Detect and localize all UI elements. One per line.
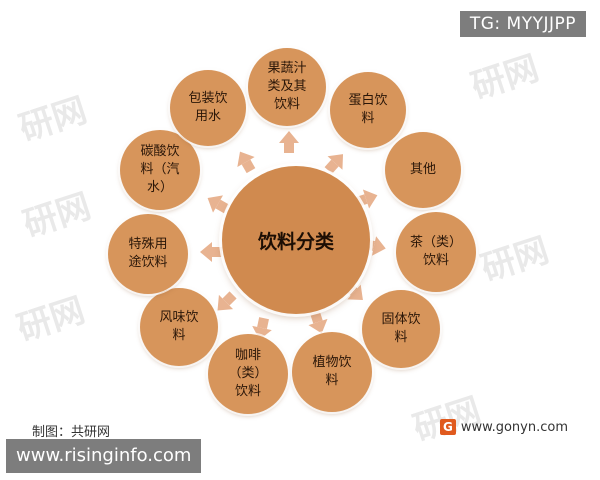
node-label: 风味饮 料	[159, 310, 199, 343]
arrow-to-protein	[327, 147, 351, 170]
node-special: 特殊用 途饮料	[108, 214, 188, 294]
arrow-to-water	[231, 146, 255, 167]
arrow-to-special	[200, 242, 212, 262]
watermark-badge: TG: MYYJJPP	[459, 11, 586, 37]
node-carbonated: 碳酸饮 料（汽 水）	[120, 130, 200, 210]
node-water: 包装饮 用水	[170, 70, 246, 146]
bottom-url-badge: www.risinginfo.com	[6, 439, 202, 473]
node-tea: 茶（类） 饮料	[396, 212, 476, 292]
node-juice: 果蔬汁 类及其 饮料	[248, 48, 326, 126]
node-label: 碳酸饮 料（汽 水）	[140, 144, 180, 195]
node-label: 咖啡 （类） 饮料	[228, 348, 268, 399]
site-url: www.gonyn.com	[460, 419, 568, 435]
node-label: 植物饮 料	[312, 355, 352, 388]
faint-watermark: 研网	[14, 90, 92, 150]
arrow-to-juice	[279, 131, 299, 143]
center-node: 饮料分类	[222, 166, 370, 314]
node-protein: 蛋白饮 料	[330, 72, 406, 148]
center-label: 饮料分类	[257, 230, 334, 253]
faint-watermark: 研网	[18, 186, 96, 246]
node-label: 包装饮 用水	[188, 91, 228, 124]
logo-icon: G	[439, 419, 456, 435]
arrow-to-other	[362, 185, 381, 209]
arrow-to-carbonated	[202, 189, 223, 213]
node-label: 蛋白饮 料	[348, 93, 388, 126]
source-label: 制图：共研网	[32, 425, 111, 440]
node-label: 果蔬汁 类及其 饮料	[267, 61, 307, 112]
node-solid: 固体饮 料	[362, 290, 440, 368]
site-logo: G www.gonyn.com	[439, 419, 568, 435]
faint-watermark: 研网	[12, 290, 90, 350]
faint-watermark: 研网	[476, 230, 554, 290]
node-other: 其他	[385, 132, 461, 208]
faint-watermark: 研网	[406, 383, 486, 451]
faint-watermark: 研网	[466, 48, 544, 108]
node-flavor: 风味饮 料	[140, 288, 218, 366]
node-label: 固体饮 料	[381, 312, 421, 345]
arrow-to-tea	[371, 236, 388, 259]
node-label: 其他	[409, 162, 436, 177]
node-label: 茶（类） 饮料	[409, 235, 462, 268]
node-coffee: 咖啡 （类） 饮料	[208, 334, 288, 414]
node-label: 特殊用 途饮料	[128, 237, 168, 270]
node-plant: 植物饮 料	[292, 332, 372, 412]
